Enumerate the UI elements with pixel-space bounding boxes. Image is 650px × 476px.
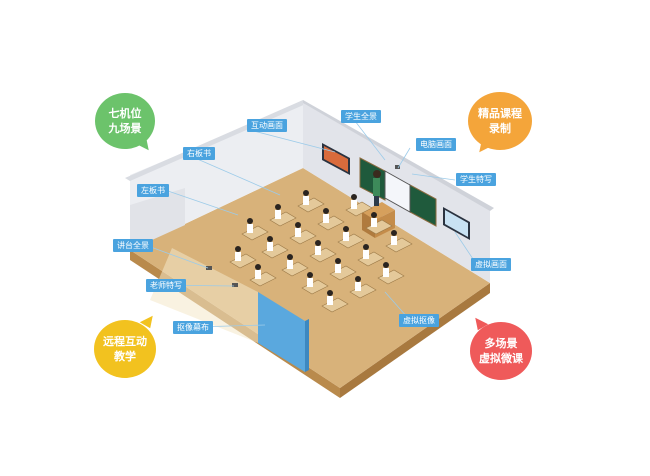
bubble-line: 远程互动 <box>103 335 147 348</box>
wall-shade <box>130 188 185 250</box>
students <box>235 190 397 305</box>
bubble-seven-cameras: 七机位九场景 <box>95 93 155 149</box>
keying-curtain <box>258 292 305 372</box>
bubble-line: 多场景 <box>484 337 518 350</box>
curtain-side <box>305 319 309 372</box>
label-virtual-screen: 虚拟画面 <box>471 258 511 271</box>
teacher-body <box>373 178 380 196</box>
podium <box>362 202 395 220</box>
bubble-remote-teaching: 远程互动教学 <box>94 320 156 378</box>
bubble-line: 七机位 <box>108 107 142 120</box>
bubble-line: 九场景 <box>108 122 142 135</box>
label-teacher-closeup: 老师特写 <box>146 279 186 292</box>
bubble-line: 录制 <box>489 122 511 135</box>
label-student-closeup: 学生特写 <box>456 173 496 186</box>
label-keying-curtain: 抠像幕布 <box>173 321 213 334</box>
bubble-line: 教学 <box>114 350 136 363</box>
label-computer-screen: 电脑画面 <box>416 138 456 151</box>
teacher-legs <box>374 196 379 206</box>
label-student-panorama: 学生全景 <box>341 110 381 123</box>
interactive-screen <box>384 170 411 213</box>
label-podium-panorama: 讲台全景 <box>113 239 153 252</box>
camera-student <box>395 165 400 169</box>
camera-podium <box>206 266 212 270</box>
back-wall-top <box>303 100 494 211</box>
label-interactive-screen: 互动画面 <box>247 119 287 132</box>
tv-right-screen <box>445 210 468 237</box>
bubble-line: 虚拟微课 <box>479 352 523 365</box>
camera-teacher <box>232 283 238 287</box>
bubble-virtual-microcourse: 多场景虚拟微课 <box>470 322 532 380</box>
label-right-board: 右板书 <box>183 147 215 160</box>
label-left-board: 左板书 <box>137 184 169 197</box>
label-virtual-keying: 虚拟抠像 <box>399 314 439 327</box>
floor-edge-right <box>340 283 490 398</box>
camera-beam <box>150 248 258 343</box>
teacher-head <box>373 170 381 178</box>
bubble-course-recording: 精品课程录制 <box>468 92 532 150</box>
bubble-line: 精品课程 <box>478 107 522 120</box>
tv-left-screen <box>324 146 348 172</box>
